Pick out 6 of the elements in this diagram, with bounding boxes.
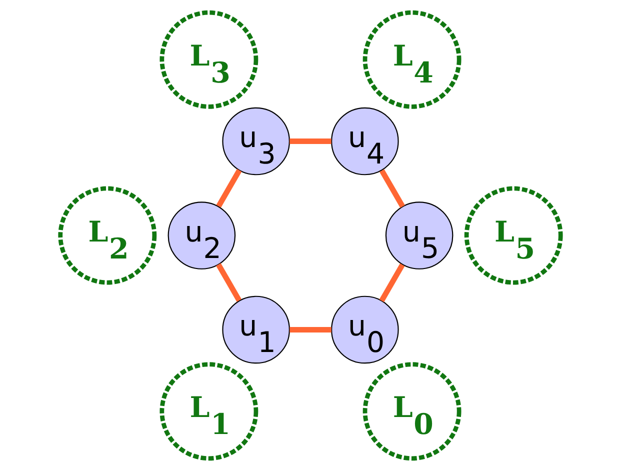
connector (289, 138, 331, 144)
connector (378, 263, 404, 302)
connector (216, 168, 242, 208)
connector (378, 169, 404, 208)
connector (216, 263, 242, 302)
connector (289, 327, 331, 332)
